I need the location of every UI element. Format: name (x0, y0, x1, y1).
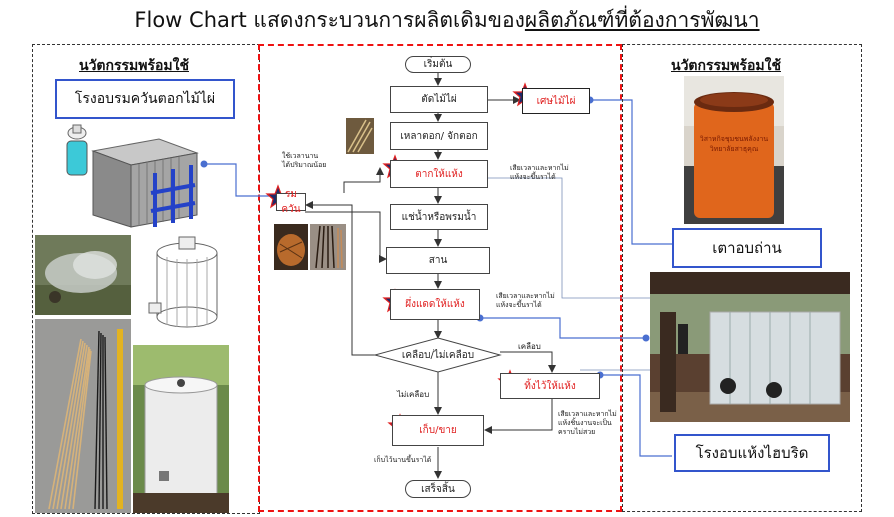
node-coat-decision: เคลือบ/ไม่เคลือบ (401, 349, 475, 361)
bamboo-sticks-photo (346, 118, 374, 154)
note-smoke: ใช้เวลานานได้ปริมาณน้อย (282, 152, 327, 169)
cylinder-drawing (143, 233, 231, 337)
page-title: Flow Chart แสดงกระบวนการผลิตเดิมของผลิตภ… (134, 8, 760, 32)
smoke-photo (35, 235, 131, 315)
node-weave: สาน (386, 247, 490, 274)
node-sun-dry-2: ผึ่งแดดให้แห้ง (390, 289, 480, 320)
node-store-sell: เก็บ/ขาย (392, 415, 484, 446)
left-panel: นวัตกรรมพร้อมใช้ โรงอบรมควันตอกไม้ไผ่ (32, 44, 260, 514)
hybrid-dryer-label: โรงอบแห้งไฮบริด (674, 434, 830, 472)
note-dry-2: เสียเวลาและหากไม่แห้งจะขึ้นราได้ (496, 292, 555, 309)
node-cut-bamboo: ตัดไม้ไผ่ (390, 86, 488, 113)
charcoal-kiln-photo (684, 76, 784, 224)
white-tank-photo (133, 345, 229, 513)
kiln-text: วิสาหกิจชุมชนพลังงาน วิทยาลัยสาธุคุณ (699, 135, 769, 153)
node-bamboo-waste: เศษไม้ไผ่ (522, 88, 590, 114)
hybrid-dryer-photo (650, 272, 850, 422)
center-panel (258, 44, 622, 512)
smoked-strips-photo (310, 224, 346, 270)
bamboo-strips-photo (35, 319, 131, 513)
right-panel: นวัตกรรมพร้อมใช้ (622, 44, 862, 512)
label-no-coat: ไม่เคลือบ (397, 390, 430, 399)
smoke-bundle-photo (274, 224, 308, 270)
node-shave-strips: เหลาตอก/ จักตอก (390, 122, 488, 150)
smoke-house-render (66, 124, 199, 228)
node-soak-water: แช่น้ำหรือพรมน้ำ (390, 204, 488, 230)
node-end: เสร็จสิ้น (405, 480, 471, 498)
note-store: เก็บไว้นานขึ้นราได้ (374, 456, 432, 464)
node-leave-dry: ทิ้งไว้ให้แห้ง (500, 373, 600, 399)
charcoal-kiln-label: เตาอบถ่าน (672, 228, 822, 268)
node-start: เริ่มต้น (405, 56, 471, 73)
left-panel-header: นวัตกรรมพร้อมใช้ (79, 58, 189, 74)
note-dry-1: เสียเวลาและหากไม่แห้งจะขึ้นราได้ (510, 164, 569, 181)
node-sun-dry: ตากให้แห้ง (390, 160, 488, 188)
right-panel-header: นวัตกรรมพร้อมใช้ (671, 58, 781, 74)
smoke-house-label: โรงอบรมควันตอกไม้ไผ่ (55, 79, 235, 119)
note-leave: เสียเวลาและหากไม่แห้งชิ้นงานจะเป็นคราบไม… (558, 410, 617, 436)
label-coat: เคลือบ (518, 342, 541, 351)
node-smoke: รมควัน (276, 189, 306, 215)
